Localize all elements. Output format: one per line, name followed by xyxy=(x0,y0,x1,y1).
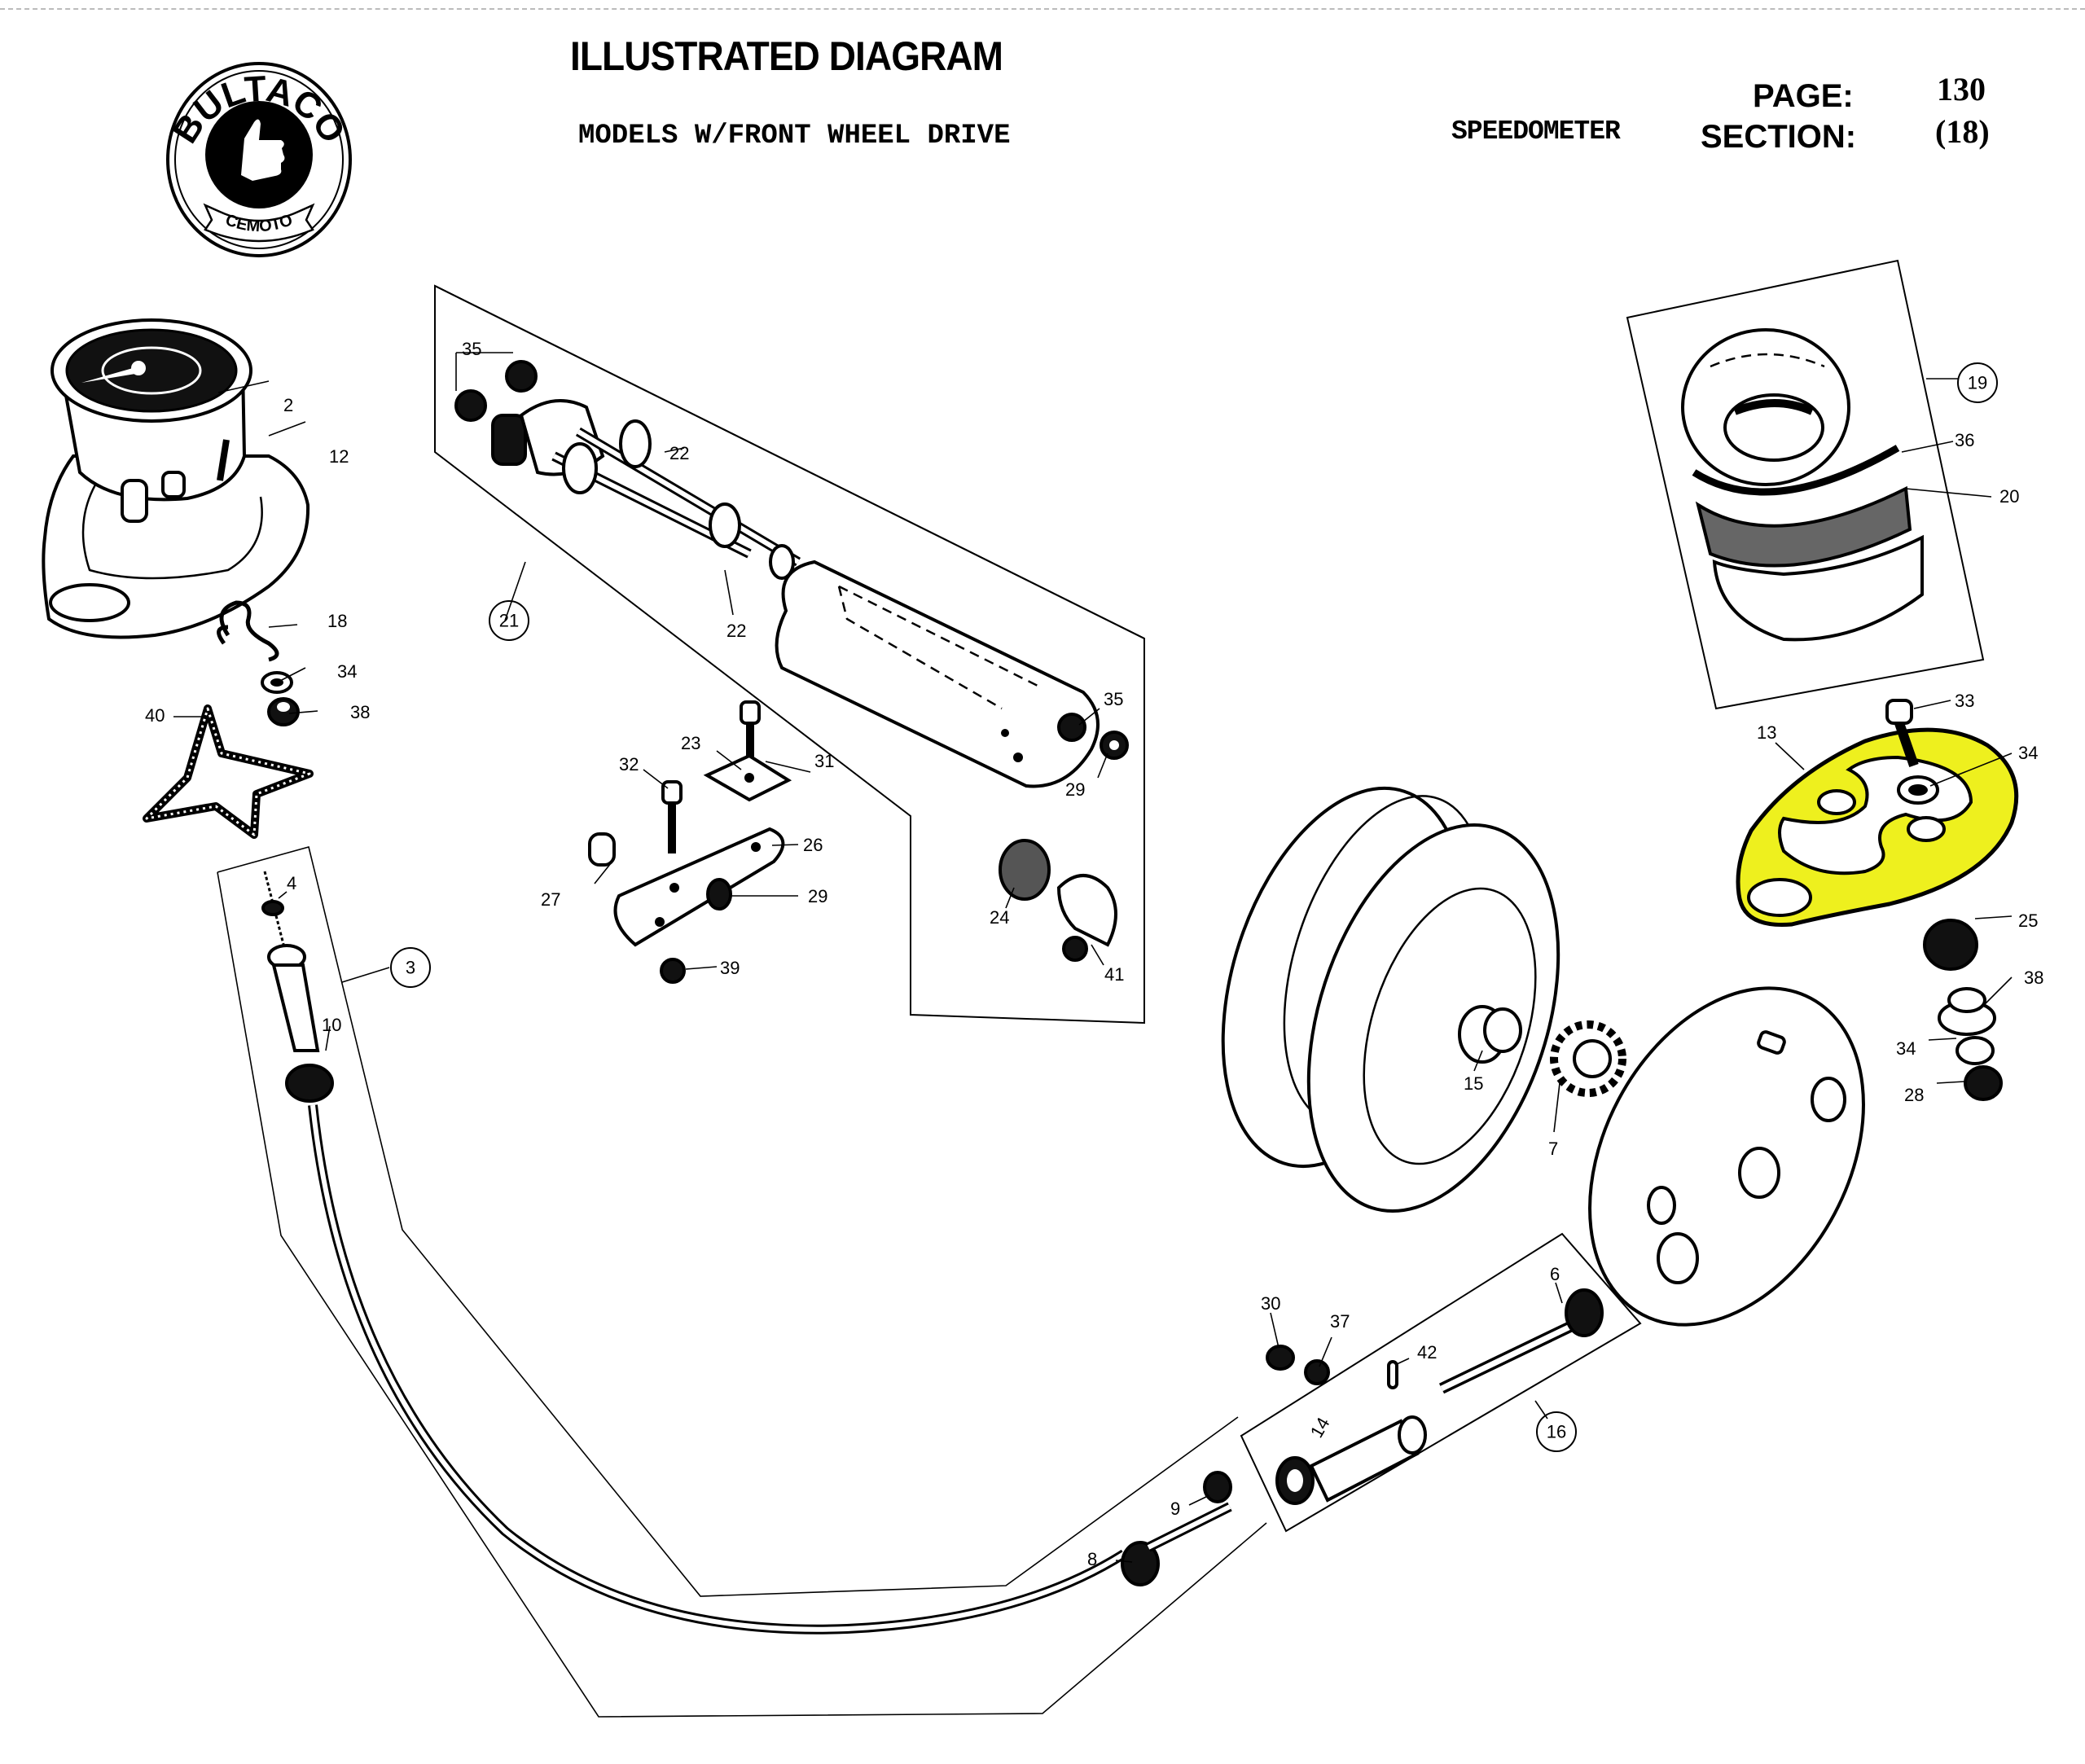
label-29: 29 xyxy=(1065,779,1085,800)
part-9-washer xyxy=(1203,1471,1232,1503)
drive-group xyxy=(1240,1232,1642,1533)
label-30: 30 xyxy=(1261,1293,1280,1314)
gearbox-assembly-group xyxy=(434,284,1145,1025)
part-36-ring xyxy=(1692,445,1900,496)
part-8-knurled-nut xyxy=(1121,1541,1160,1586)
part-18-clip xyxy=(217,600,279,662)
label-35: 35 xyxy=(462,339,481,359)
label-39: 39 xyxy=(720,958,740,978)
page-label: PAGE: xyxy=(1753,78,1854,114)
label-33: 33 xyxy=(1955,691,1974,711)
page-top-border xyxy=(0,8,2085,10)
bracket-group xyxy=(588,700,1117,984)
label-7: 7 xyxy=(1548,1139,1558,1159)
part-24-bearing xyxy=(999,839,1051,901)
label-3: 3 xyxy=(406,958,415,978)
label-18: 18 xyxy=(327,611,347,631)
label-6: 6 xyxy=(1550,1264,1560,1284)
part-40-star-seal xyxy=(143,704,314,839)
part-39-nut xyxy=(660,958,686,984)
label-13: 13 xyxy=(1757,722,1776,743)
part-42-pin xyxy=(1387,1360,1398,1389)
assembly-circle-19 xyxy=(1957,362,1998,403)
assembly-circle-21 xyxy=(489,600,529,641)
label-14: 14 xyxy=(1306,1414,1334,1441)
part-35-gear xyxy=(454,389,487,422)
label-34: 34 xyxy=(337,661,357,682)
part-34-washer xyxy=(1956,1036,1995,1065)
bezel-group xyxy=(1626,259,1992,710)
label-27: 27 xyxy=(541,889,560,910)
part-10-knurled-nut xyxy=(285,1064,334,1103)
label-36: 36 xyxy=(1955,430,1974,450)
label-15: 15 xyxy=(1464,1073,1483,1094)
part-20-seal xyxy=(1695,485,1912,568)
label-41: 41 xyxy=(1104,964,1124,985)
label-26: 26 xyxy=(803,835,823,855)
label-29: 29 xyxy=(808,886,827,906)
bultaco-logo: BULTACO CEMOTO xyxy=(165,62,353,257)
models-subtitle: MODELS W/FRONT WHEEL DRIVE xyxy=(578,121,1011,151)
section-name: SPEEDOMETER xyxy=(1451,116,1621,147)
part-30-screw xyxy=(1266,1345,1295,1371)
part-35-gear xyxy=(1057,713,1086,742)
page-number: 130 xyxy=(1937,71,1986,108)
label-25: 25 xyxy=(2018,911,2038,931)
label-2: 2 xyxy=(283,395,293,415)
diagram-title: ILLUSTRATED DIAGRAM xyxy=(570,33,1003,79)
label-20: 20 xyxy=(1999,486,2019,507)
label-28: 28 xyxy=(1904,1085,1924,1105)
wheel-group xyxy=(1221,786,1865,1327)
section-label: SECTION: xyxy=(1701,119,1857,155)
label-32: 32 xyxy=(619,754,639,774)
label-42: 42 xyxy=(1417,1342,1437,1362)
part-29-nut xyxy=(706,878,732,911)
part-37-nut xyxy=(1304,1359,1330,1385)
part-41-clamp xyxy=(1056,874,1117,947)
section-number: (18) xyxy=(1935,113,1990,150)
part-26-bracket xyxy=(613,827,785,947)
part-4-ring xyxy=(261,900,284,916)
label-22: 22 xyxy=(726,621,746,641)
brake-plate xyxy=(1588,986,1865,1327)
label-10: 10 xyxy=(322,1015,341,1035)
label-38: 38 xyxy=(2024,968,2043,988)
speedo-gear-housing xyxy=(775,559,1100,788)
part-25-grommet xyxy=(1923,919,1978,971)
assembly-circle-3 xyxy=(390,947,431,988)
cable-group xyxy=(217,846,1267,1718)
label-22: 22 xyxy=(669,443,689,463)
label-38: 38 xyxy=(350,702,370,722)
label-16: 16 xyxy=(1547,1422,1566,1442)
assembly-circle-16 xyxy=(1536,1411,1577,1452)
plate-group xyxy=(1736,699,2019,1101)
label-21: 21 xyxy=(499,611,519,631)
label-35: 35 xyxy=(1104,689,1123,709)
label-40: 40 xyxy=(145,705,165,726)
label-19: 19 xyxy=(1968,373,1987,393)
label-9: 9 xyxy=(1170,1499,1180,1519)
label-24: 24 xyxy=(990,907,1009,928)
part-27-spacer xyxy=(588,832,616,867)
label-4: 4 xyxy=(287,873,296,893)
part-6-worm-gear xyxy=(1565,1288,1604,1337)
part-28-nut xyxy=(1964,1065,2003,1101)
label-34: 34 xyxy=(2018,743,2038,763)
label-23: 23 xyxy=(681,733,700,753)
speedometer-group xyxy=(42,318,318,839)
label-12: 12 xyxy=(329,446,349,467)
thumbs-up-icon xyxy=(241,119,285,181)
label-31: 31 xyxy=(814,751,834,771)
part-wheel-hub-front-flange xyxy=(1306,823,1560,1213)
label-37: 37 xyxy=(1330,1311,1350,1332)
label-34: 34 xyxy=(1896,1038,1916,1059)
label-8: 8 xyxy=(1087,1549,1097,1569)
